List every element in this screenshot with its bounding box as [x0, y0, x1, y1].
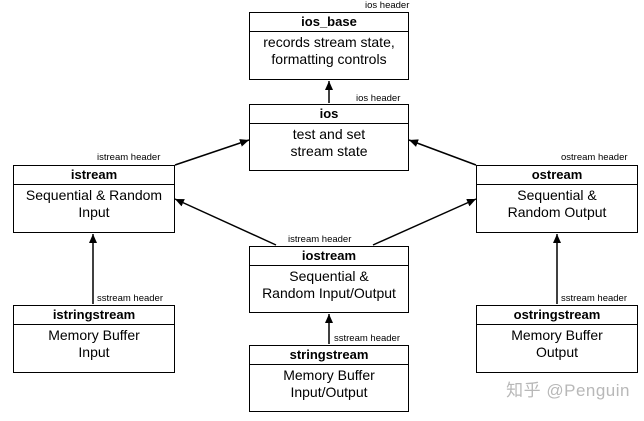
- istream-name: istream: [14, 166, 174, 185]
- stringstream-header-label: sstream header: [334, 333, 401, 344]
- arrow-iostream-to-istream: [174, 198, 277, 246]
- istringstream-box: istringstream Memory Buffer Input: [13, 305, 175, 373]
- ios-base-name: ios_base: [250, 13, 408, 32]
- ostringstream-box: ostringstream Memory Buffer Output: [476, 305, 638, 373]
- ios-base-description: records stream state, formatting control…: [263, 34, 395, 67]
- iostream-box: iostream Sequential & Random Input/Outpu…: [249, 246, 409, 313]
- ios-header-label: ios header: [356, 93, 401, 104]
- ostringstream-description: Memory Buffer Output: [511, 327, 603, 360]
- ios-box: ios test and set stream state: [249, 104, 409, 171]
- istringstream-header-label: sstream header: [97, 293, 164, 304]
- istream-box: istream Sequential & Random Input: [13, 165, 175, 233]
- ostream-description: Sequential & Random Output: [507, 187, 607, 220]
- watermark: 知乎 @Penguin: [506, 381, 630, 400]
- istream-header-label: istream header: [97, 152, 161, 163]
- arrow-istream-to-ios: [174, 139, 250, 166]
- ostringstream-name: ostringstream: [477, 306, 637, 325]
- ios-base-box: ios_base records stream state, formattin…: [249, 12, 409, 80]
- ios-base-header-label: ios header: [365, 0, 410, 11]
- ios-description: test and set stream state: [290, 126, 368, 159]
- istringstream-description: Memory Buffer Input: [48, 327, 140, 360]
- ostream-header-label: ostream header: [561, 152, 628, 163]
- istringstream-name: istringstream: [14, 306, 174, 325]
- iostream-header-label: istream header: [288, 234, 352, 245]
- stringstream-description: Memory Buffer Input/Output: [283, 367, 375, 400]
- iostream-description: Sequential & Random Input/Output: [262, 268, 396, 301]
- ostream-box: ostream Sequential & Random Output: [476, 165, 638, 233]
- ostream-name: ostream: [477, 166, 637, 185]
- stringstream-box: stringstream Memory Buffer Input/Output: [249, 345, 409, 412]
- arrow-iostream-to-ostream: [372, 198, 477, 246]
- iostream-name: iostream: [250, 247, 408, 266]
- arrow-ostream-to-ios: [408, 139, 477, 166]
- ios-name: ios: [250, 105, 408, 124]
- stringstream-name: stringstream: [250, 346, 408, 365]
- istream-description: Sequential & Random Input: [25, 187, 163, 220]
- ostringstream-header-label: sstream header: [561, 293, 628, 304]
